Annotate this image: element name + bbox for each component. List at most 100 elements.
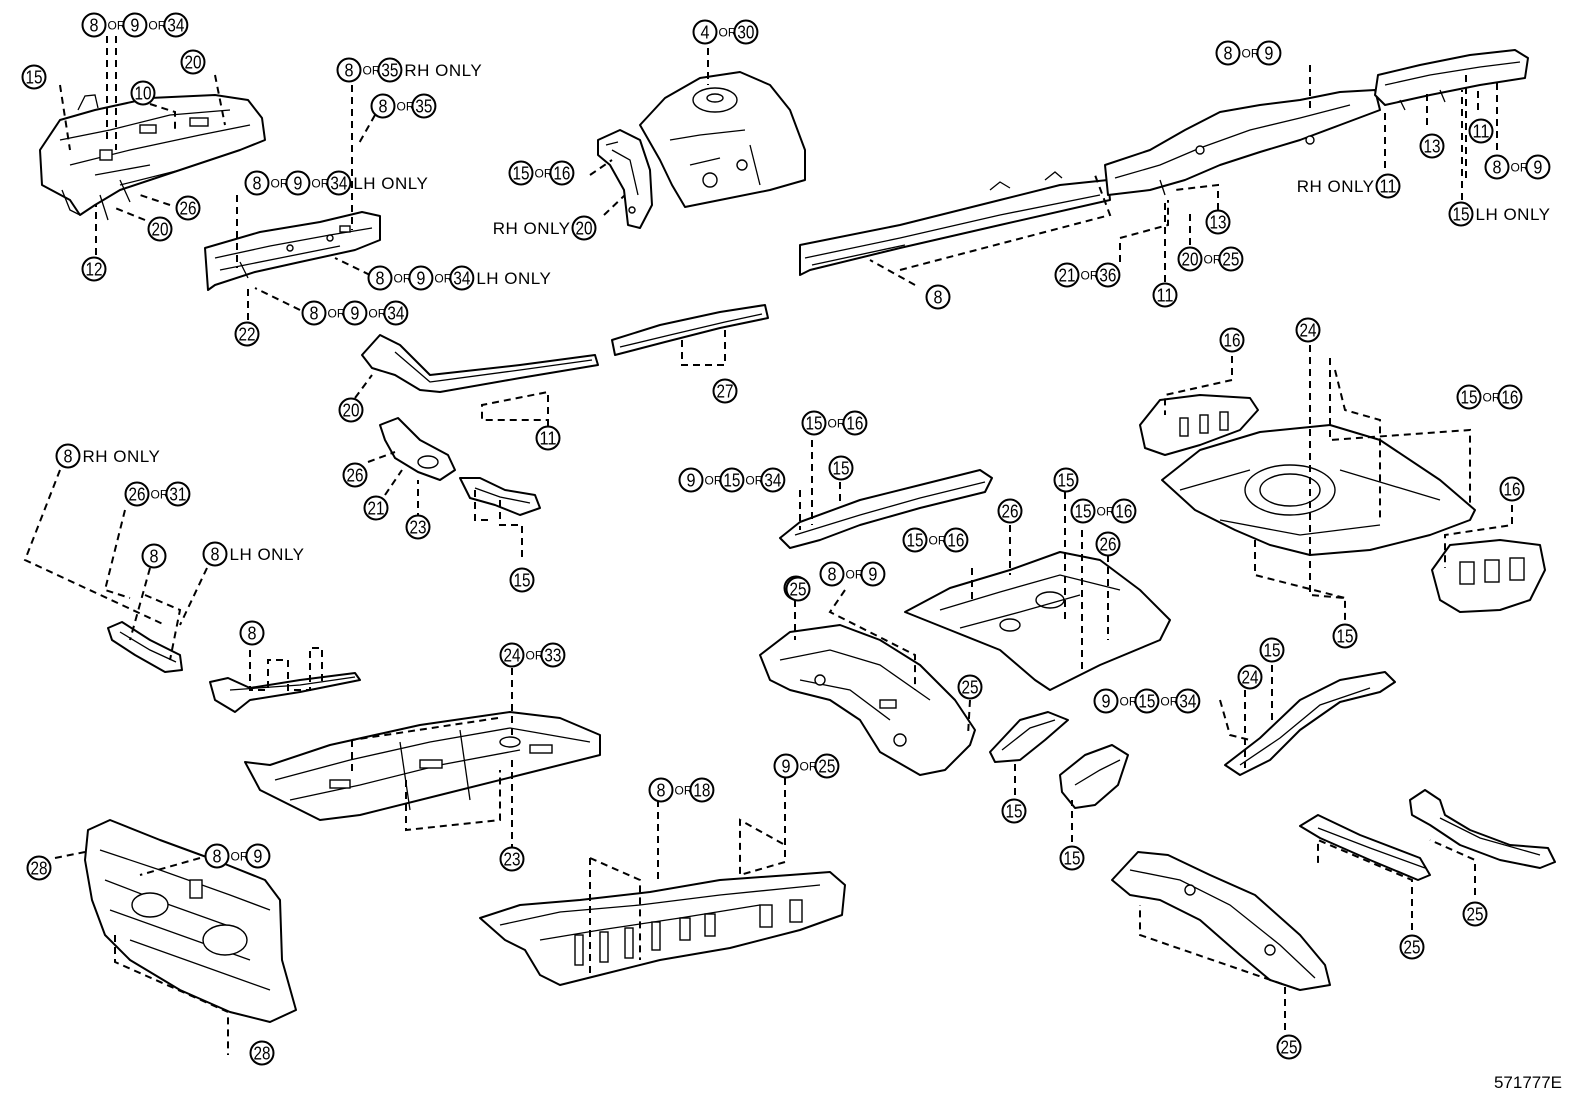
part-number-bubble: 27 xyxy=(712,378,738,404)
part-number-bubble: 8 xyxy=(819,561,845,587)
or-separator: OR xyxy=(231,850,249,864)
part-wheelhouse-inner xyxy=(759,624,976,776)
part-number-bubble: 25 xyxy=(1399,934,1425,960)
svg-text:8: 8 xyxy=(64,447,73,467)
part-rear-floor-pan xyxy=(904,551,1171,691)
callout-c34: 15 xyxy=(509,567,535,593)
svg-text:34: 34 xyxy=(330,174,347,194)
svg-text:8: 8 xyxy=(213,847,222,867)
callout-c68: 25 xyxy=(1276,1034,1302,1060)
part-number-bubble: 15 xyxy=(509,567,535,593)
or-separator: OR xyxy=(1483,391,1501,405)
svg-text:16: 16 xyxy=(1115,502,1132,522)
svg-text:28: 28 xyxy=(254,1044,271,1064)
part-number-bubble: 21 xyxy=(1054,262,1080,288)
part-rear-panel-upper xyxy=(1139,394,1259,456)
part-number-bubble: 23 xyxy=(499,846,525,872)
callout-c23: 13 xyxy=(1205,209,1231,235)
part-number-bubble: 24 xyxy=(499,642,525,668)
callout-c70: 25 xyxy=(1462,901,1488,927)
part-number-bubble: 18 xyxy=(689,777,715,803)
part-number-bubble: 25 xyxy=(785,576,811,602)
or-separator: OR xyxy=(1511,161,1529,175)
svg-text:8: 8 xyxy=(828,565,837,585)
svg-text:34: 34 xyxy=(1179,692,1196,712)
part-number-bubble: 9 xyxy=(860,561,886,587)
svg-text:15: 15 xyxy=(806,414,823,434)
part-number-bubble: 15 xyxy=(1332,623,1358,649)
or-separator: OR xyxy=(719,26,737,40)
svg-text:15: 15 xyxy=(514,571,531,591)
svg-text:15: 15 xyxy=(1075,502,1092,522)
figure-code: 571777E xyxy=(1494,1073,1562,1092)
part-number-bubble: 8 xyxy=(1484,154,1510,180)
svg-text:27: 27 xyxy=(717,382,734,402)
svg-text:8: 8 xyxy=(376,269,385,289)
or-separator: OR xyxy=(1097,505,1115,519)
or-separator: OR xyxy=(148,19,166,33)
svg-text:15: 15 xyxy=(1138,692,1155,712)
part-number-bubble: 20 xyxy=(571,215,597,241)
svg-text:20: 20 xyxy=(1182,250,1199,270)
or-separator: OR xyxy=(363,64,381,78)
part-number-bubble: 15 xyxy=(1134,688,1160,714)
svg-text:35: 35 xyxy=(381,61,398,81)
svg-text:28: 28 xyxy=(31,859,48,879)
part-number-bubble: 20 xyxy=(180,49,206,75)
svg-text:13: 13 xyxy=(1210,213,1227,233)
callout-c71: 25 xyxy=(785,576,811,602)
svg-text:34: 34 xyxy=(453,269,470,289)
or-separator: OR xyxy=(1120,695,1138,709)
or-separator: OR xyxy=(526,649,544,663)
part-reinforcement-small xyxy=(107,621,183,673)
svg-text:9: 9 xyxy=(1102,692,1111,712)
part-number-bubble: 15 xyxy=(1070,498,1096,524)
part-number-bubble: 24 xyxy=(1295,317,1321,343)
part-number-bubble: 9 xyxy=(285,170,311,196)
part-number-bubble: 11 xyxy=(1375,173,1401,199)
part-front-apron-left xyxy=(39,94,266,221)
part-number-bubble: 28 xyxy=(26,855,52,881)
part-number-bubble: 8 xyxy=(370,93,396,119)
part-number-bubble: 20 xyxy=(338,397,364,423)
svg-text:12: 12 xyxy=(86,260,103,280)
svg-text:9: 9 xyxy=(350,304,359,324)
svg-text:11: 11 xyxy=(540,429,557,449)
svg-text:25: 25 xyxy=(790,580,807,600)
or-separator: OR xyxy=(368,307,386,321)
or-separator: OR xyxy=(328,307,346,321)
svg-text:31: 31 xyxy=(169,485,186,505)
part-number-bubble: 13 xyxy=(1205,209,1231,235)
part-number-bubble: 13 xyxy=(1419,133,1445,159)
or-separator: OR xyxy=(1242,47,1260,61)
callout-c6: 20 xyxy=(147,216,173,242)
svg-text:15: 15 xyxy=(833,459,850,479)
part-number-bubble: 15 xyxy=(1259,637,1285,663)
or-separator: OR xyxy=(745,474,763,488)
svg-text:8: 8 xyxy=(1224,44,1233,64)
part-quarter-inner xyxy=(1224,671,1396,776)
svg-text:9: 9 xyxy=(868,565,877,585)
or-separator: OR xyxy=(271,177,289,191)
part-number-bubble: 35 xyxy=(411,93,437,119)
part-number-bubble: 34 xyxy=(760,467,786,493)
part-number-bubble: 25 xyxy=(1462,901,1488,927)
svg-text:26: 26 xyxy=(129,485,146,505)
part-suspension-tower xyxy=(639,71,806,208)
svg-text:33: 33 xyxy=(544,646,561,666)
callout-c64: 15 xyxy=(1332,623,1358,649)
part-small-brace xyxy=(459,477,541,516)
part-rear-sill-inner xyxy=(779,469,993,549)
part-front-floor-pan xyxy=(244,711,601,821)
svg-text:13: 13 xyxy=(1424,137,1441,157)
part-number-bubble: 25 xyxy=(1276,1034,1302,1060)
